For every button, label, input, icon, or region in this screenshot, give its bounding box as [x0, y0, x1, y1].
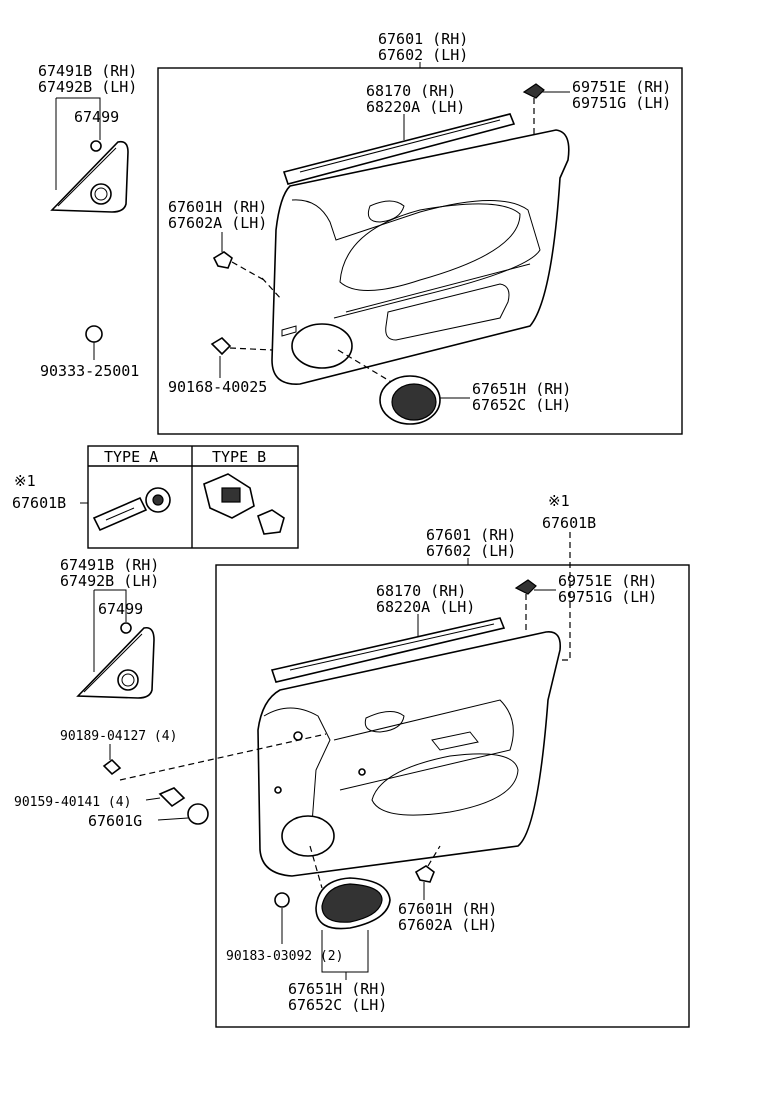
bot-nut-icon: [274, 892, 290, 908]
label-bot-pad-rh: 67601H (RH): [398, 900, 497, 918]
label-bot-speaker-rh: 67651H (RH): [288, 980, 387, 998]
bot-cap-icon: [187, 803, 209, 825]
label-bot-nut: 90183-03092 (2): [226, 949, 343, 964]
label-top-clip-rh: 69751E (RH): [572, 78, 671, 96]
bot-weatherstrip: [270, 617, 506, 683]
label-top-mirror-cover-lh: 67492B (LH): [38, 78, 137, 96]
label-bot-screw: 67499: [98, 600, 143, 618]
label-bot-clip-rh: 69751E (RH): [558, 572, 657, 590]
label-bot-note-part: 67601B: [542, 514, 596, 532]
top-plug-icon: [85, 325, 103, 343]
bottom-assembly: ※1 67601B 67601 (RH) 67602 (LH) 67491B (…: [14, 492, 690, 1028]
bot-screw-icon: [120, 622, 132, 634]
label-top-screw2: 90168-40025: [168, 378, 267, 396]
label-bot-mirror-cover-rh: 67491B (RH): [60, 556, 159, 574]
label-bot-cap: 67601G: [88, 812, 142, 830]
label-top-trim-lh: 67602 (LH): [378, 46, 468, 64]
label-top-screw: 67499: [74, 108, 119, 126]
label-bot-mirror-cover-lh: 67492B (LH): [60, 572, 159, 590]
bottom-frame: [215, 564, 690, 1028]
type-box-frame: [87, 445, 299, 549]
label-type-a: TYPE A: [104, 448, 158, 466]
top-screw-icon: [90, 140, 102, 152]
label-note-mark: ※1: [14, 472, 36, 490]
bot-screw-a-icon: [102, 758, 122, 776]
label-top-clip-lh: 69751G (LH): [572, 94, 671, 112]
label-top-speaker-lh: 67652C (LH): [472, 396, 571, 414]
top-assembly: 67601 (RH) 67602 (LH) 67491B (RH) 67492B…: [38, 30, 683, 435]
label-bot-trim-rh: 67601 (RH): [426, 526, 516, 544]
label-top-pad-lh: 67602A (LH): [168, 214, 267, 232]
label-top-weatherstrip-lh: 68220A (LH): [366, 98, 465, 116]
bot-mirror-cover: [76, 622, 155, 699]
bot-door-panel: [257, 631, 562, 877]
label-top-speaker-rh: 67651H (RH): [472, 380, 571, 398]
top-mirror-cover: [50, 140, 129, 213]
top-screw2-icon: [210, 336, 232, 356]
label-bot-clip-lh: 69751G (LH): [558, 588, 657, 606]
bot-clip-icon: [514, 579, 537, 595]
type-box: ※1 67601B TYPE A TYPE B: [12, 445, 299, 549]
label-top-trim-rh: 67601 (RH): [378, 30, 468, 48]
label-top-plug: 90333-25001: [40, 362, 139, 380]
label-bot-pad-lh: 67602A (LH): [398, 916, 497, 934]
bot-speaker-grille: [315, 877, 391, 930]
label-bot-weatherstrip-rh: 68170 (RH): [376, 582, 466, 600]
leader-top-mirror: [55, 97, 101, 190]
top-speaker-grille: [379, 375, 441, 425]
label-bot-note-mark: ※1: [548, 492, 570, 510]
type-a-clip-icon: [92, 487, 171, 532]
label-bot-trim-lh: 67602 (LH): [426, 542, 516, 560]
top-pad-icon: [212, 251, 233, 269]
label-top-weatherstrip-rh: 68170 (RH): [366, 82, 456, 100]
label-bot-screw-b: 90159-40141 (4): [14, 795, 131, 810]
top-weatherstrip: [282, 113, 516, 185]
type-b-clip-icon: [203, 473, 285, 535]
top-door-panel: [271, 129, 570, 385]
label-bot-speaker-lh: 67652C (LH): [288, 996, 387, 1014]
label-type-b: TYPE B: [212, 448, 266, 466]
label-bot-weatherstrip-lh: 68220A (LH): [376, 598, 475, 616]
bot-pad-icon: [414, 865, 435, 883]
label-bot-screw-a: 90189-04127 (4): [60, 729, 177, 744]
bot-screw-b-icon: [158, 787, 186, 808]
label-note-part: 67601B: [12, 494, 66, 512]
label-top-mirror-cover-rh: 67491B (RH): [38, 62, 137, 80]
top-clip-icon: [522, 83, 545, 99]
label-top-pad-rh: 67601H (RH): [168, 198, 267, 216]
